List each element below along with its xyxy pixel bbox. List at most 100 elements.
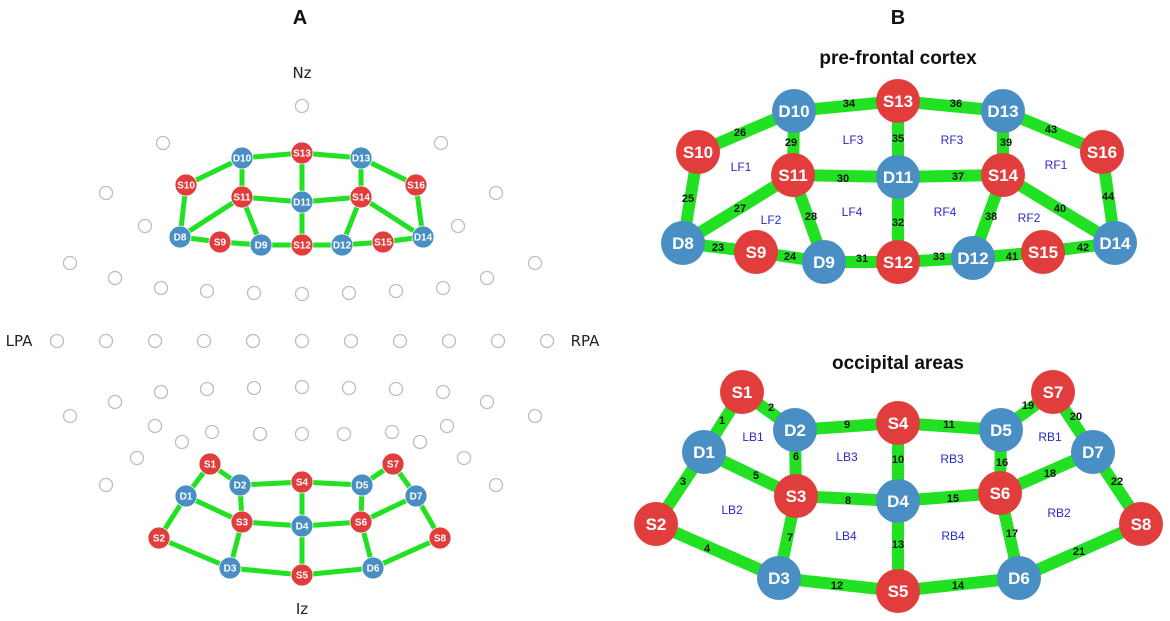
optode-circle <box>661 221 705 265</box>
optode-circle <box>404 484 428 508</box>
panel-b-label: B <box>891 7 905 29</box>
optode-label: D4 <box>296 522 309 533</box>
region-label-rb3: RB3 <box>940 452 964 466</box>
channel-number-42: 42 <box>1077 242 1089 254</box>
optode-label: D3 <box>224 564 237 575</box>
optode-label: S11 <box>778 166 807 185</box>
empty-position <box>294 98 310 114</box>
optode-label: S5 <box>888 582 909 601</box>
region-label-rb4: RB4 <box>941 529 965 543</box>
channel-number-13: 13 <box>892 539 904 551</box>
source-s14: S14 <box>349 185 373 209</box>
optode-label: S8 <box>434 534 447 545</box>
channel-number-5: 5 <box>753 470 759 482</box>
optode-label: D7 <box>410 492 423 503</box>
channel-number-4: 4 <box>704 543 711 555</box>
occ-source-s5: S5 <box>876 569 920 613</box>
optode-circle <box>981 89 1025 133</box>
empty-position <box>341 380 357 396</box>
optode-label: D1 <box>180 492 193 503</box>
optode-label: S2 <box>646 515 667 534</box>
empty-position <box>392 333 408 349</box>
optode-circle <box>876 79 920 123</box>
occ-detector-d6: D6 <box>997 556 1041 600</box>
detector-d3: D3 <box>218 556 242 580</box>
pfc-detector-d8: D8 <box>661 221 705 265</box>
optode-circle <box>168 225 192 249</box>
pfc-source-s9: S9 <box>734 230 778 274</box>
optode-circle <box>802 240 846 284</box>
channel-number-32: 32 <box>892 217 904 229</box>
empty-position <box>107 394 123 410</box>
empty-position <box>174 434 190 450</box>
channel-number-17: 17 <box>1006 528 1018 540</box>
channel-number-2: 2 <box>768 402 774 414</box>
optode-label: D13 <box>987 102 1018 121</box>
landmark-lpa: LPA <box>6 332 33 350</box>
channel-number-43: 43 <box>1045 124 1057 136</box>
empty-position <box>246 380 262 396</box>
optode-circle <box>208 230 232 254</box>
optode-label: S10 <box>177 181 195 192</box>
panel-a-channels <box>156 150 443 578</box>
occ-channel-21 <box>1016 518 1144 584</box>
landmark-iz: Iz <box>296 600 308 618</box>
channel-number-9: 9 <box>844 419 850 431</box>
optode-circle <box>997 556 1041 600</box>
optode-circle <box>1093 221 1137 265</box>
optode-circle <box>774 474 818 518</box>
empty-position <box>147 333 163 349</box>
empty-position <box>155 135 171 151</box>
optode-circle <box>876 479 920 523</box>
region-label-rf3: RF3 <box>941 133 964 147</box>
region-label-lf4: LF4 <box>842 205 863 219</box>
region-label-rb1: RB1 <box>1038 430 1062 444</box>
optode-circle <box>147 526 171 550</box>
channel-number-23: 23 <box>712 242 724 254</box>
channel-number-36: 36 <box>950 98 962 110</box>
occipital-title: occipital areas <box>832 353 964 374</box>
optode-circle <box>371 230 395 254</box>
optode-circle <box>676 130 720 174</box>
channel-number-21: 21 <box>1073 546 1085 558</box>
source-s16: S16 <box>404 173 428 197</box>
optode-label: S6 <box>355 518 368 529</box>
optode-circle <box>290 470 314 494</box>
optode-label: D6 <box>1008 569 1030 588</box>
detector-d9: D9 <box>249 233 273 257</box>
channel-number-44: 44 <box>1102 191 1115 203</box>
optode-label: S4 <box>888 414 909 433</box>
optode-circle <box>773 408 817 452</box>
empty-position <box>435 384 451 400</box>
channel-d8-s11 <box>177 194 245 240</box>
empty-position <box>539 333 555 349</box>
optode-circle <box>349 185 373 209</box>
source-s12: S12 <box>290 233 314 257</box>
optode-circle <box>290 233 314 257</box>
empty-position <box>527 408 543 424</box>
empty-position <box>62 255 78 271</box>
empty-position <box>336 426 352 442</box>
empty-position <box>388 283 404 299</box>
optode-circle <box>876 155 920 199</box>
optode-circle <box>230 185 254 209</box>
optode-circle <box>1021 230 1065 274</box>
optode-label: S1 <box>732 383 753 402</box>
empty-position <box>98 333 114 349</box>
channel-number-25: 25 <box>682 193 694 205</box>
optode-circle <box>218 556 242 580</box>
channel-s5-d6 <box>299 565 376 578</box>
optode-label: S10 <box>683 143 713 162</box>
optode-circle <box>228 473 252 497</box>
optode-label: D14 <box>414 233 433 244</box>
detector-d13: D13 <box>349 146 373 170</box>
optode-label: S15 <box>1028 243 1058 262</box>
empty-position <box>49 333 65 349</box>
empty-position <box>147 418 163 434</box>
optode-label: S3 <box>786 487 807 506</box>
channel-number-33: 33 <box>933 251 945 263</box>
region-label-lb4: LB4 <box>835 529 857 543</box>
pfc-source-s12: S12 <box>876 240 920 284</box>
channel-number-12: 12 <box>831 580 843 592</box>
